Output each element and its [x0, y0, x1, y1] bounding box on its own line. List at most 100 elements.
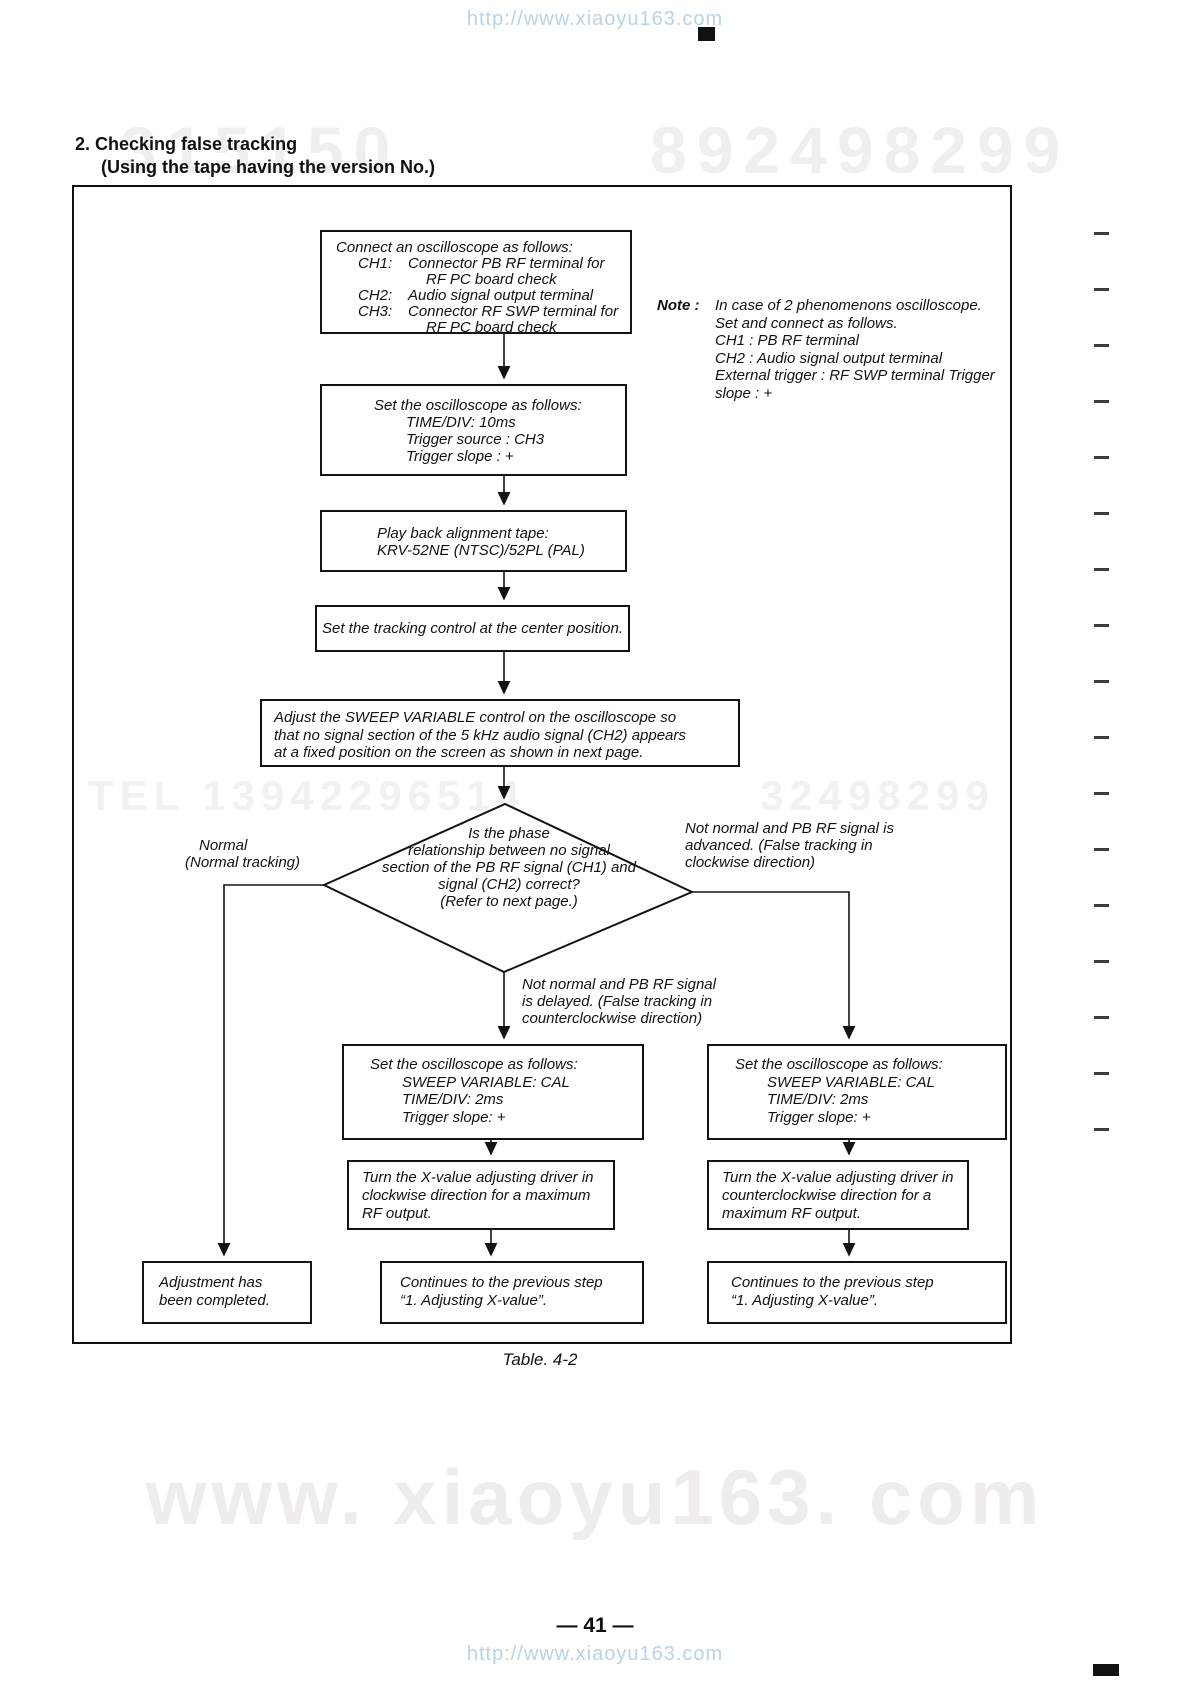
scope-settings-box-1: Set the oscilloscope as follows: TIME/DI…	[320, 384, 627, 476]
box-line: Connector RF SWP terminal for	[408, 303, 619, 320]
page-number: — 41 —	[556, 1614, 634, 1637]
table-caption: Table. 4-2	[502, 1350, 578, 1369]
edge-tick	[1094, 568, 1109, 571]
decision-line: section of the PB RF signal (CH1) and	[381, 859, 636, 876]
box-line: Trigger source : CH3	[406, 431, 545, 448]
box-line: at a fixed position on the screen as sho…	[274, 744, 644, 761]
edge-tick	[1094, 904, 1109, 907]
box-line: Connect an oscilloscope as follows:	[336, 239, 573, 256]
label-line: Not normal and PB RF signal	[522, 976, 716, 993]
edge-tick	[1094, 1016, 1109, 1019]
print-mark-top	[698, 27, 715, 41]
scope-settings-box-ccw: Set the oscilloscope as follows: SWEEP V…	[707, 1044, 1007, 1140]
box-line: Play back alignment tape:	[377, 525, 549, 542]
box-line: “1. Adjusting X-value”.	[400, 1292, 548, 1309]
box-line: RF PC board check	[426, 319, 557, 336]
box-line: Set the tracking control at the center p…	[321, 620, 623, 637]
edge-tick	[1094, 400, 1109, 403]
box-line: clockwise direction for a maximum	[362, 1187, 591, 1204]
adjust-sweep-box: Adjust the SWEEP VARIABLE control on the…	[260, 699, 740, 767]
box-line: Audio signal output terminal	[408, 287, 594, 304]
edge-tick	[1094, 736, 1109, 739]
decision-line: Is the phase	[468, 825, 550, 842]
tracking-control-box: Set the tracking control at the center p…	[315, 605, 630, 652]
ch2-label: CH2:	[358, 287, 393, 304]
edge-tick	[1094, 512, 1109, 515]
box-line: Trigger slope : +	[406, 448, 514, 465]
label-line: Not normal and PB RF signal is	[685, 820, 894, 837]
edge-tick	[1094, 792, 1109, 795]
box-line: Trigger slope: +	[402, 1108, 506, 1126]
box-line: Set the oscilloscope as follows:	[735, 1056, 943, 1073]
scope-settings-box-cw: Set the oscilloscope as follows: SWEEP V…	[342, 1044, 644, 1140]
edge-tick	[1094, 1072, 1109, 1075]
edge-tick	[1094, 1128, 1109, 1131]
edge-tick	[1094, 288, 1109, 291]
edge-tick	[1094, 624, 1109, 627]
decision-line: signal (CH2) correct?	[438, 876, 580, 893]
edge-tick	[1094, 456, 1109, 459]
box-line: SWEEP VARIABLE: CAL	[767, 1073, 935, 1091]
box-line: RF output.	[362, 1205, 432, 1222]
box-line: counterclockwise direction for a	[722, 1187, 932, 1204]
label-line: Normal	[199, 837, 248, 854]
section-title: 2. Checking false tracking	[75, 134, 298, 154]
watermark-bottom-url: http://www.xiaoyu163.com	[466, 1643, 724, 1665]
turn-driver-cw-box: Turn the X-value adjusting driver in clo…	[347, 1160, 615, 1230]
label-line: clockwise direction)	[685, 854, 816, 871]
box-line: been completed.	[159, 1292, 270, 1309]
ch1-label: CH1:	[358, 255, 393, 272]
box-line: maximum RF output.	[722, 1205, 861, 1222]
print-mark-bottom	[1093, 1664, 1119, 1676]
connector-normal-branch	[217, 884, 324, 1257]
note-label: Note :	[657, 297, 700, 314]
adjustment-completed-box: Adjustment has been completed.	[142, 1261, 312, 1324]
turn-driver-ccw-box: Turn the X-value adjusting driver in cou…	[707, 1160, 969, 1230]
note-line: CH1 : PB RF terminal	[715, 332, 859, 349]
box-line: Turn the X-value adjusting driver in	[722, 1169, 954, 1186]
edge-tick	[1094, 232, 1109, 235]
box-line: “1. Adjusting X-value”.	[731, 1292, 879, 1309]
note-block: Note : In case of 2 phenomenons oscillos…	[657, 297, 1009, 402]
continue-previous-step-box-center: Continues to the previous step “1. Adjus…	[380, 1261, 644, 1324]
box-line: SWEEP VARIABLE: CAL	[402, 1073, 570, 1091]
note-line: CH2 : Audio signal output terminal	[715, 349, 943, 367]
flowchart-frame: Connect an oscilloscope as follows: CH1:…	[72, 185, 1012, 1344]
ch3-label: CH3:	[358, 303, 393, 320]
box-line: Set the oscilloscope as follows:	[374, 397, 582, 414]
note-line: slope : +	[715, 384, 773, 402]
note-line: Set and connect as follows.	[715, 314, 898, 332]
branch-label-advanced: Not normal and PB RF signal is advanced.…	[685, 820, 935, 871]
continue-previous-step-box-right: Continues to the previous step “1. Adjus…	[707, 1261, 1007, 1324]
box-line: TIME/DIV: 10ms	[406, 414, 516, 431]
label-line: counterclockwise direction)	[522, 1010, 703, 1027]
edge-tick	[1094, 848, 1109, 851]
label-line: is delayed. (False tracking in	[522, 993, 713, 1010]
box-line: Set the oscilloscope as follows:	[370, 1056, 578, 1073]
branch-label-normal: Normal (Normal tracking)	[185, 837, 300, 871]
box-line: that no signal section of the 5 kHz audi…	[274, 726, 686, 744]
note-line: In case of 2 phenomenons oscilloscope.	[715, 297, 982, 314]
branch-label-delayed: Not normal and PB RF signal is delayed. …	[522, 976, 782, 1027]
watermark-giant-url: www. xiaoyu163. com	[145, 1453, 1045, 1541]
box-line: Trigger slope: +	[767, 1108, 871, 1126]
decision-text: Is the phase relationship between no sig…	[342, 825, 676, 910]
edge-tick	[1094, 960, 1109, 963]
box-line: Connector PB RF terminal for	[408, 255, 605, 272]
label-line: advanced. (False tracking in	[685, 837, 873, 854]
decision-line: relationship between no signal	[408, 842, 610, 859]
box-line: Continues to the previous step	[731, 1274, 934, 1291]
section-subtitle: (Using the tape having the version No.)	[101, 157, 436, 177]
label-line: (Normal tracking)	[185, 854, 301, 871]
box-line: TIME/DIV: 2ms	[767, 1091, 869, 1108]
box-line: Turn the X-value adjusting driver in	[362, 1169, 594, 1186]
edge-tick	[1094, 344, 1109, 347]
box-line: Continues to the previous step	[400, 1274, 603, 1291]
box-line: Adjust the SWEEP VARIABLE control on the…	[274, 709, 677, 726]
watermark-top-url: http://www.xiaoyu163.com	[466, 8, 724, 30]
decision-line: (Refer to next page.)	[440, 893, 578, 910]
connect-oscilloscope-box: Connect an oscilloscope as follows: CH1:…	[320, 230, 632, 336]
edge-tick	[1094, 680, 1109, 683]
playback-tape-box: Play back alignment tape: KRV-52NE (NTSC…	[320, 510, 627, 572]
